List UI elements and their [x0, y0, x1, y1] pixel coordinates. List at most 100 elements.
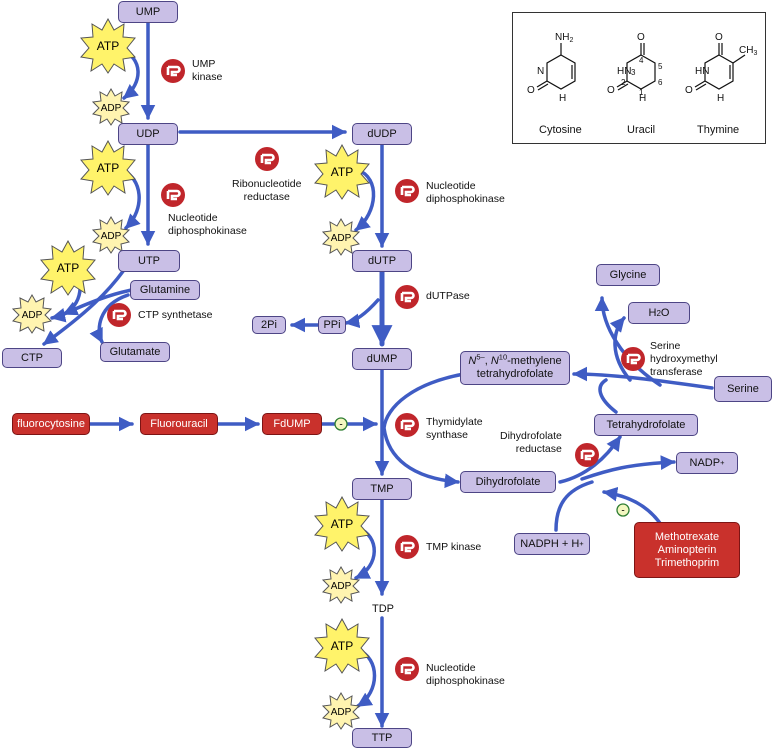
node-fluorouracil: Fluorouracil — [140, 413, 218, 435]
atp-label: ATP — [331, 165, 353, 179]
node-glycine: Glycine — [596, 264, 660, 286]
atom-hn: N — [537, 66, 544, 77]
atp-label: ATP — [331, 639, 353, 653]
svg-text:2: 2 — [621, 78, 626, 87]
svg-text:-: - — [621, 506, 624, 517]
node-dihydrofolate: Dihydrofolate — [460, 471, 556, 493]
node-ttp: TTP — [352, 728, 412, 748]
atp-label: ATP — [97, 161, 119, 175]
node-ctp: CTP — [2, 348, 62, 368]
drug-aminopterin: Aminopterin — [657, 543, 717, 556]
enzyme-ctp-synthetase: CTP synthetase — [138, 309, 213, 321]
adp-label: ADP — [331, 707, 352, 718]
svg-text:6: 6 — [658, 78, 663, 87]
node-2pi: 2Pi — [252, 316, 286, 334]
atom-o: O — [637, 32, 645, 43]
enzyme-ump-kinase: UMP kinase — [192, 58, 223, 83]
enzyme-thymidylate-synthase: Thymidylate synthase — [426, 416, 483, 441]
enzyme-ribonucleotide-reductase: Ribonucleotide reductase — [232, 178, 302, 203]
atp-label: ATP — [331, 517, 353, 531]
enzyme-icon — [161, 183, 185, 207]
node-dump: dUMP — [352, 348, 412, 370]
svg-text:1: 1 — [639, 88, 644, 97]
enzyme-icon — [107, 303, 131, 327]
atp-burst-1: ATP — [80, 18, 136, 74]
node-drugs: Methotrexate Aminopterin Trimethoprim — [634, 522, 740, 578]
enzyme-icon — [395, 535, 419, 559]
structure-name-thymine: Thymine — [697, 124, 739, 136]
atom-hn: HN — [617, 66, 631, 77]
svg-text:-: - — [339, 420, 342, 431]
enzyme-tmp-kinase: TMP kinase — [426, 541, 482, 553]
node-methylene-thf: N5–, N10-methylene tetrahydrofolate — [460, 351, 570, 385]
pyrimidine-structures: NH2 N O H O HN O H 1 2 3 4 5 6 O HN O H … — [527, 32, 757, 136]
methylene-thf-line2: tetrahydrofolate — [476, 368, 554, 380]
atom-o: O — [607, 85, 615, 96]
adp-burst-3: ADP — [322, 218, 360, 256]
inhibition-marker: - — [616, 503, 630, 517]
adp-label: ADP — [101, 231, 122, 242]
node-tetrahydrofolate: Tetrahydrofolate — [594, 414, 698, 436]
adp-label: ADP — [101, 103, 122, 114]
enzyme-nucleotide-diphosphokinase: Nucleotide diphosphokinase — [426, 180, 505, 205]
atp-burst-2: ATP — [80, 140, 136, 196]
enzyme-icon — [395, 413, 419, 437]
enzyme-icon — [395, 657, 419, 681]
drug-methotrexate: Methotrexate — [654, 530, 720, 543]
atp-label: ATP — [57, 261, 79, 275]
structure-name-cytosine: Cytosine — [539, 124, 582, 136]
atp-label: ATP — [97, 39, 119, 53]
adp-burst-2: ADP — [92, 216, 130, 254]
node-glutamate: Glutamate — [100, 342, 170, 362]
atom-o: O — [685, 85, 693, 96]
node-ppi: PPi — [318, 316, 346, 334]
node-nadph: NADPH + H+ — [514, 533, 590, 555]
cytosine-nh2: NH2 — [555, 32, 573, 44]
atom-h: H — [639, 93, 646, 104]
node-nadp-plus: NADP+ — [676, 452, 738, 474]
enzyme-icon — [621, 347, 645, 371]
enzyme-icon — [161, 59, 185, 83]
atp-burst-5: ATP — [314, 496, 370, 552]
drug-trimethoprim: Trimethoprim — [654, 556, 720, 569]
enzyme-dihydrofolate-reductase: Dihydrofolate reductase — [500, 430, 562, 455]
inhibition-marker: - — [334, 417, 348, 431]
thymine-methyl: CH3 — [739, 45, 757, 57]
atom-hn: HN — [695, 66, 709, 77]
node-tmp: TMP — [352, 478, 412, 500]
pyrimidine-structures-panel: NH2 N O H O HN O H 1 2 3 4 5 6 O HN O H … — [512, 12, 766, 144]
atom-h: H — [559, 93, 566, 104]
atom-o: O — [527, 85, 535, 96]
node-tdp: TDP — [372, 603, 394, 615]
node-serine: Serine — [714, 376, 772, 402]
node-fluorocytosine: fluorocytosine — [12, 413, 90, 435]
atom-o: O — [715, 32, 723, 43]
enzyme-nucleotide-diphosphokinase: Nucleotide diphosphokinase — [426, 662, 505, 687]
node-dutp: dUTP — [352, 250, 412, 272]
adp-burst-4: ADP — [12, 294, 52, 334]
svg-text:4: 4 — [639, 56, 644, 65]
atom-h: H — [717, 93, 724, 104]
enzyme-nucleotide-diphosphokinase: Nucleotide diphosphokinase — [168, 212, 247, 237]
enzyme-icon — [575, 443, 599, 467]
atp-burst-6: ATP — [314, 618, 370, 674]
adp-burst-6: ADP — [322, 692, 360, 730]
svg-text:3: 3 — [631, 68, 636, 77]
node-glutamine: Glutamine — [130, 280, 200, 300]
node-dudp: dUDP — [352, 123, 412, 145]
adp-burst-1: ADP — [92, 88, 130, 126]
node-ump: UMP — [118, 1, 178, 23]
svg-text:5: 5 — [658, 62, 663, 71]
node-fdump: FdUMP — [262, 413, 322, 435]
enzyme-icon — [395, 285, 419, 309]
enzyme-serine-hydroxymethyl-transferase: Serine hydroxymethyl transferase — [650, 340, 718, 378]
atp-burst-3: ATP — [314, 144, 370, 200]
methylene-thf-line1: N5–, N10-methylene — [468, 352, 562, 367]
enzyme-icon — [395, 179, 419, 203]
enzyme-icon — [255, 147, 279, 171]
adp-label: ADP — [331, 233, 352, 244]
adp-label: ADP — [331, 581, 352, 592]
